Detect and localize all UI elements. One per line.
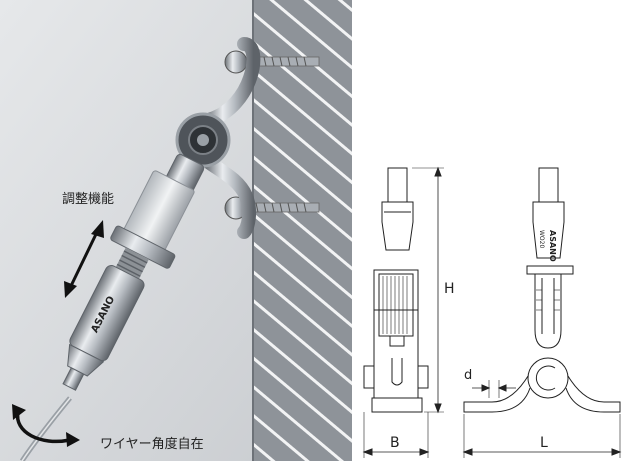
drawing-brand-label: ASANO (548, 230, 557, 262)
length-dimension (462, 414, 622, 458)
base-dimension (362, 412, 430, 458)
adjust-feature-label: 調整機能 (62, 192, 114, 207)
technical-drawings: ASANO WO20 H B d L (352, 0, 624, 461)
adjust-arrow-icon (64, 220, 104, 298)
height-label: H (444, 281, 455, 297)
drawing-model-label: WO20 (538, 230, 545, 248)
wire-angle-label: ワイヤー角度自在 (100, 436, 204, 452)
side-view (463, 167, 621, 413)
upper-screw (224, 50, 320, 74)
rotate-arrow-icon (12, 404, 80, 447)
adjuster-assembly: ASANO (62, 153, 205, 391)
length-label: L (540, 435, 548, 451)
diameter-label: d (464, 368, 472, 383)
dimension-drawing: ASANO WO20 H B d L (362, 166, 622, 458)
product-photo: ASANO 調整機能 ワイヤー角度自在 (0, 0, 352, 461)
base-label: B (390, 435, 400, 451)
wall-hatching (253, 0, 352, 461)
product-illustration: ASANO 調整機能 ワイヤー角度自在 (0, 0, 352, 461)
diameter-dimension (472, 380, 516, 398)
height-dimension (412, 166, 444, 414)
front-view (363, 167, 429, 413)
